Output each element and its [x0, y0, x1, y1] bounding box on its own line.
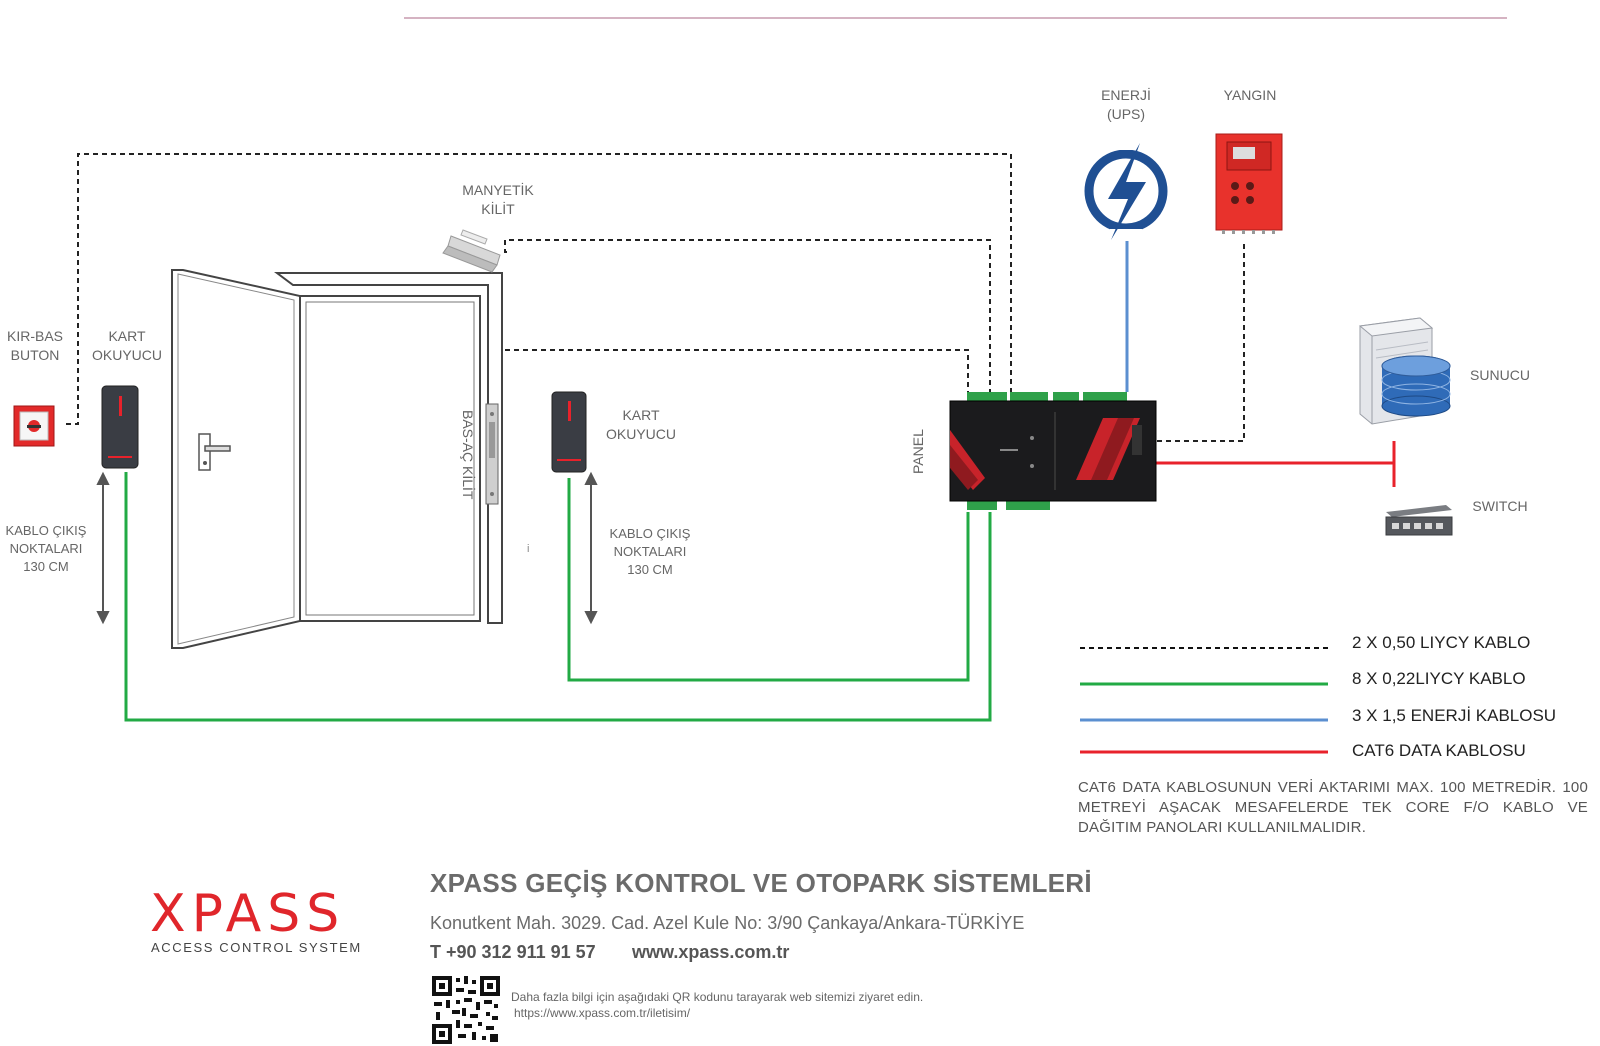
break-glass-button-icon: [13, 405, 55, 447]
server-label: SUNUCU: [1470, 367, 1530, 383]
server-icon: [1358, 317, 1451, 425]
magnetic-lock-label: MANYETİK KİLİT: [448, 181, 548, 219]
legend-label-dashed: 2 X 0,50 LIYCY KABLO: [1352, 633, 1531, 652]
legend-label-red: CAT6 DATA KABLOSU: [1352, 741, 1526, 760]
card-reader-left-icon: [101, 385, 139, 469]
left-reader-cable: [124, 472, 992, 722]
door-opening: [299, 295, 481, 622]
fire-label: YANGIN: [1223, 87, 1277, 103]
bas-ac-cable: [491, 349, 969, 418]
energy-label-line1: ENERJİ: [1101, 87, 1151, 103]
cable-points-left-label: KABLO ÇIKIŞ NOKTALARI 130 CM: [0, 522, 92, 576]
kir-bas-label-line1: KIR-BAS: [6, 328, 63, 344]
company-website[interactable]: www.xpass.com.tr: [632, 942, 790, 962]
card-reader-left-label-line1: KART: [108, 328, 146, 344]
switch-icon: [1385, 505, 1453, 536]
right-reader-cable: [567, 478, 970, 682]
cat6-cable: [1156, 441, 1396, 487]
company-name: XPASS GEÇİŞ KONTROL VE OTOPARK SİSTEMLER…: [430, 868, 1092, 898]
energy-label: ENERJİ (UPS): [1086, 86, 1166, 124]
door-leaf: [171, 269, 301, 649]
card-reader-right-label-line2: OKUYUCU: [605, 426, 676, 442]
qr-url-link[interactable]: https://www.xpass.com.tr/iletisim/: [514, 1006, 691, 1020]
fire-panel-icon: [1215, 133, 1283, 234]
legend-label-blue: 3 X 1,5 ENERJİ KABLOSU: [1352, 706, 1557, 725]
legend-label-green: 8 X 0,22LIYCY KABLO: [1352, 669, 1526, 688]
height-arrow-left: [96, 471, 110, 625]
green-cables: [124, 472, 992, 722]
cable-points-right-line2: NOKTALARI: [613, 544, 687, 559]
kir-bas-label: KIR-BAS BUTON: [0, 327, 70, 365]
cable-points-left-line1: KABLO ÇIKIŞ: [5, 523, 87, 538]
card-reader-right-label: KART OKUYUCU: [596, 406, 686, 444]
xpass-logo-subtitle: ACCESS CONTROL SYSTEM: [151, 940, 362, 955]
kir-bas-cable: [66, 153, 1012, 425]
strike-lock-icon: [485, 403, 499, 505]
door-frame: [274, 272, 503, 624]
door: [171, 269, 503, 649]
company-address: Konutkent Mah. 3029. Cad. Azel Kule No: …: [430, 913, 1025, 933]
magnetic-lock-cable: [504, 239, 991, 393]
card-reader-left-label-line2: OKUYUCU: [91, 347, 162, 363]
xpass-logo: XPASS: [150, 884, 346, 944]
control-panel-icon: [949, 392, 1157, 510]
dashed-cables: [66, 153, 1245, 442]
cable-points-left-line2: NOKTALARI: [9, 541, 83, 556]
company-phone: T +90 312 911 91 57: [430, 942, 596, 962]
cable-points-right-line3: 130 CM: [627, 562, 673, 577]
cable-points-right-line1: KABLO ÇIKIŞ: [609, 526, 691, 541]
wiring-diagram: [13, 17, 1507, 722]
energy-label-line2: (UPS): [1106, 106, 1146, 122]
magnetic-lock-label-line1: MANYETİK: [462, 182, 534, 198]
qr-description: Daha fazla bilgi için aşağıdaki QR kodun…: [511, 990, 924, 1004]
bas-ac-label: BAS-AÇ KİLİT: [460, 410, 476, 500]
card-reader-right-icon: [551, 391, 587, 473]
card-reader-left-label: KART OKUYUCU: [82, 327, 172, 365]
kir-bas-label-line2: BUTON: [10, 347, 60, 363]
magnetic-lock-label-line2: KİLİT: [481, 201, 515, 217]
panel-label: PANEL: [910, 429, 926, 474]
door-handle-icon: [198, 433, 231, 471]
switch-label: SWITCH: [1472, 498, 1528, 514]
card-reader-right-label-line1: KART: [622, 407, 660, 423]
cable-points-left-line3: 130 CM: [23, 559, 69, 574]
qr-code-icon: [430, 974, 502, 1046]
cable-points-right-label: KABLO ÇIKIŞ NOKTALARI 130 CM: [604, 525, 696, 579]
energy-icon: [1084, 138, 1168, 241]
cat6-note: CAT6 DATA KABLOSUNUN VERİ AKTARIMI MAX. …: [1078, 779, 1588, 836]
small-mark: i: [527, 543, 530, 555]
fire-cable: [1156, 244, 1245, 442]
magnetic-lock-icon: [442, 229, 501, 273]
height-arrow-right: [584, 471, 598, 625]
